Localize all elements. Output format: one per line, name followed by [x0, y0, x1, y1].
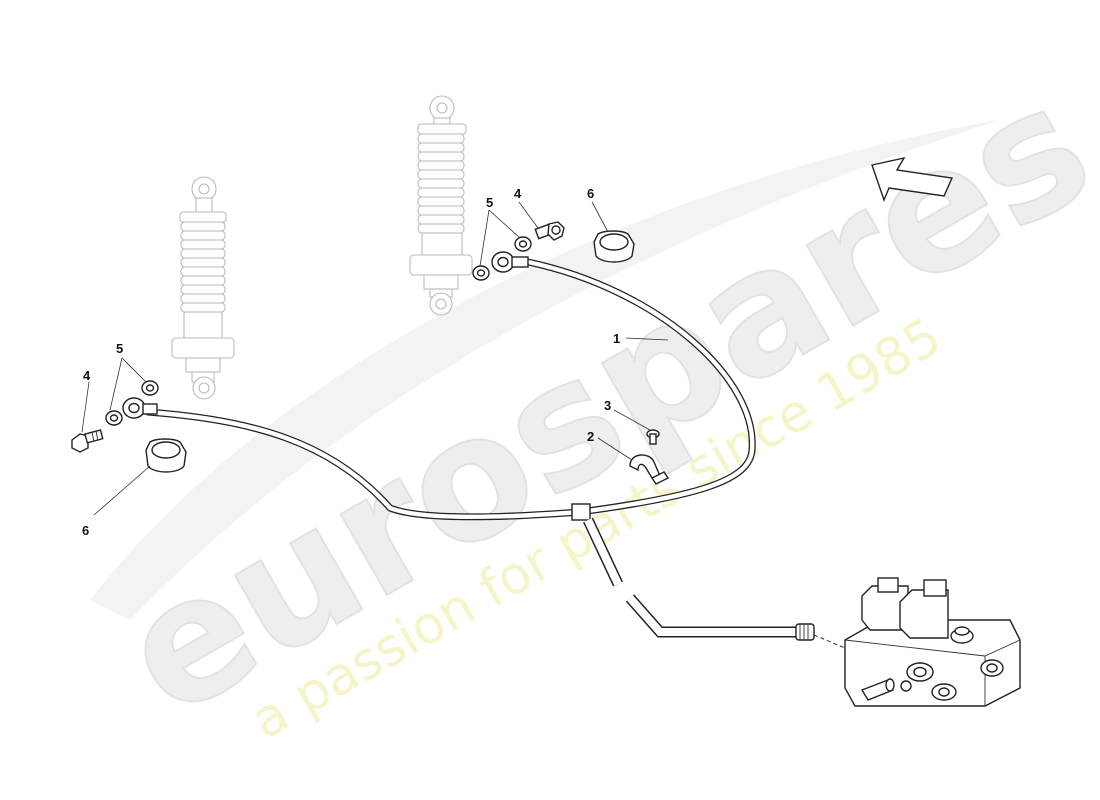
right-shock-spring	[417, 133, 465, 234]
callout-labels: 1 2 3 4 4 5 5 6 6	[82, 186, 620, 538]
washer-left-2	[141, 380, 159, 396]
clamp-screw	[646, 429, 660, 445]
bolt-left	[71, 429, 104, 453]
left-shock-absorber	[171, 176, 235, 400]
grommet-right	[593, 230, 635, 263]
hydraulic-hose	[122, 251, 815, 641]
callout-2: 2	[587, 429, 594, 444]
callout-5-right: 5	[486, 195, 493, 210]
callout-4-right: 4	[514, 186, 522, 201]
callout-6-right: 6	[587, 186, 594, 201]
washer-left-1	[105, 410, 123, 426]
hose-threaded-end	[795, 623, 815, 641]
valve-port-4	[931, 683, 957, 701]
leader-lines	[81, 201, 669, 516]
direction-arrow-icon	[871, 156, 954, 202]
bolt-right	[534, 221, 565, 241]
hose-clamp	[629, 454, 670, 485]
valve-port-2	[980, 659, 1004, 677]
washer-right-2	[514, 236, 532, 252]
grommet-left	[145, 438, 187, 473]
valve-pin	[860, 678, 895, 701]
washer-right-1	[472, 265, 490, 281]
callout-1: 1	[613, 331, 620, 346]
valve-port-3	[906, 662, 934, 682]
callout-6-left: 6	[82, 523, 89, 538]
valve-port-1	[950, 626, 974, 644]
callout-4-left: 4	[83, 368, 91, 383]
connection-dash	[813, 634, 846, 649]
callout-3: 3	[604, 398, 611, 413]
callout-5-left: 5	[116, 341, 123, 356]
left-shock-spring	[180, 221, 226, 313]
valve-block	[844, 577, 1021, 707]
hose-eye-fitting-right	[491, 251, 529, 273]
right-shock-absorber	[409, 95, 473, 316]
hose-tee-fitting	[571, 503, 591, 521]
hose-eye-fitting-left	[122, 397, 158, 419]
